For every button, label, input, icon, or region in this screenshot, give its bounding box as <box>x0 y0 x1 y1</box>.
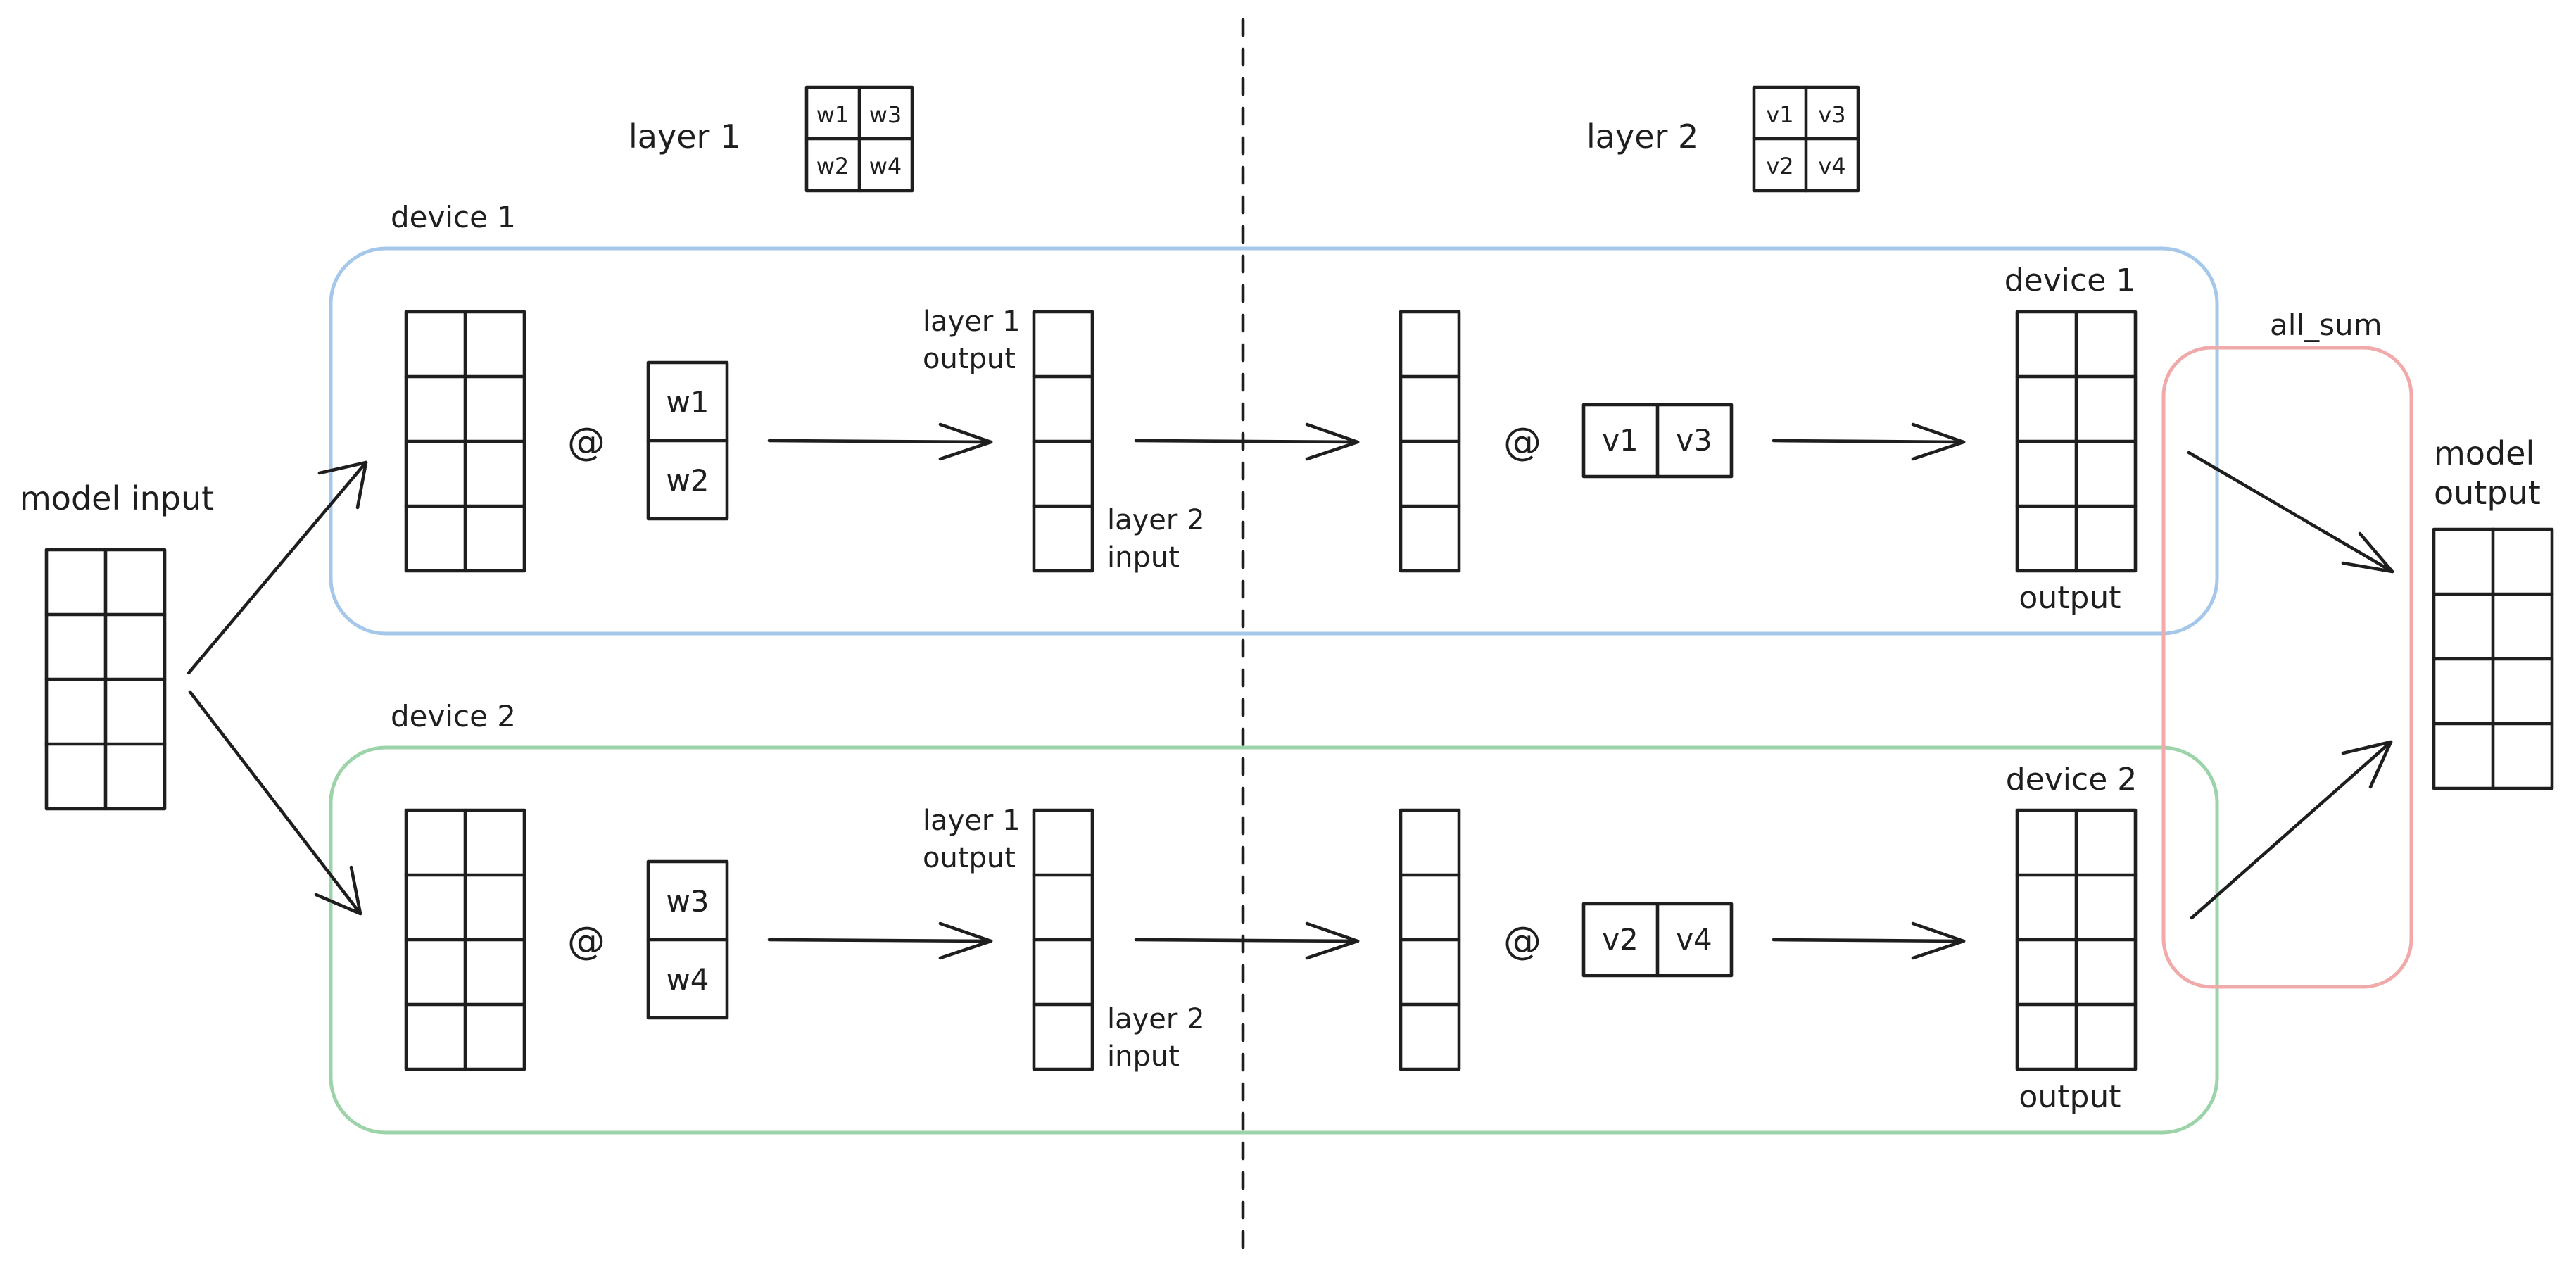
device2-result-caption: output <box>2019 1079 2121 1115</box>
all-sum-arrow-device1 <box>2187 451 2394 574</box>
device1-weight-cell: w2 <box>666 463 709 498</box>
device2-weight-cell: v2 <box>1602 922 1639 957</box>
layer2-label: layer 2 <box>1586 118 1698 156</box>
device1-layer2-input-label: layer 2 input <box>1107 504 1213 574</box>
device2-matmul-2: @ <box>1503 919 1541 963</box>
model-input-label: model input <box>20 479 214 517</box>
device1-result-caption: output <box>2019 580 2121 616</box>
device2-layer2-input-label: layer 2 input <box>1107 1003 1213 1073</box>
input-arrow-device1 <box>187 460 368 675</box>
device1-arrow-3 <box>1772 422 1966 461</box>
device2-result-title: device 2 <box>2006 762 2138 798</box>
device1-layer1-output-vector <box>1032 310 1094 573</box>
layer1-label: layer 1 <box>629 118 740 156</box>
layer2-grid-cell: v4 <box>1818 153 1845 179</box>
layer1-grid-cell: w2 <box>816 153 850 179</box>
layer1-grid-cell: w1 <box>816 101 850 128</box>
layer2-weight-grid: v1 v3 v2 v4 <box>1752 85 1860 193</box>
layer1-weight-grid: w1 w3 w2 w4 <box>804 85 914 193</box>
label-line: output <box>2434 474 2541 512</box>
model-input-matrix <box>44 548 167 811</box>
device1-weights-layer1: w1 w2 <box>646 360 729 521</box>
input-arrow-device2 <box>188 690 362 916</box>
device2-weight-cell: w4 <box>666 962 709 997</box>
device2-matmul-1: @ <box>567 919 605 963</box>
device2-label: device 2 <box>391 699 516 733</box>
device2-frame <box>329 745 2219 1135</box>
model-output-label: model output <box>2434 434 2545 512</box>
device1-result-matrix <box>2015 310 2138 573</box>
device2-layer1-output-vector <box>1032 808 1094 1071</box>
model-output-matrix <box>2432 527 2554 790</box>
label-line: model <box>2434 434 2534 472</box>
label-line: layer 2 <box>1107 504 1205 536</box>
device1-matmul-2: @ <box>1503 420 1541 464</box>
device2-weight-cell: v4 <box>1676 922 1712 957</box>
device1-frame <box>329 246 2219 636</box>
device1-arrow-2 <box>1134 422 1360 461</box>
device2-arrow-3 <box>1772 921 1966 960</box>
device1-result-title: device 1 <box>2004 263 2136 298</box>
all-sum-label: all_sum <box>2270 308 2382 342</box>
device1-arrow-1 <box>767 422 993 461</box>
device1-weight-cell: v1 <box>1602 423 1639 458</box>
all-sum-arrow-device2 <box>2190 740 2393 920</box>
device1-label: device 1 <box>391 200 516 234</box>
device2-layer1-output-label: layer 1 output <box>923 805 1029 874</box>
label-line: layer 2 <box>1107 1003 1205 1035</box>
device2-weight-cell: w3 <box>666 884 709 919</box>
device1-input-shard <box>404 310 526 573</box>
device2-weights-layer1: w3 w4 <box>646 859 729 1020</box>
device2-arrow-2 <box>1134 921 1360 960</box>
device1-weight-cell: w1 <box>666 385 709 420</box>
layer1-grid-cell: w4 <box>869 153 902 179</box>
all-sum-frame <box>2161 346 2413 989</box>
device2-input-shard <box>404 808 526 1071</box>
layer2-grid-cell: v3 <box>1818 101 1845 128</box>
device1-layer1-output-label: layer 1 output <box>923 305 1029 375</box>
label-line: layer 1 <box>923 305 1021 338</box>
layer2-grid-cell: v1 <box>1766 101 1793 128</box>
device2-weights-layer2: v2 v4 <box>1581 902 1734 978</box>
label-line: input <box>1107 1040 1180 1073</box>
label-line: output <box>923 842 1016 874</box>
device2-layer2-input-vector <box>1399 808 1461 1071</box>
device2-result-matrix <box>2015 808 2138 1071</box>
device1-weights-layer2: v1 v3 <box>1581 403 1734 479</box>
device1-matmul-1: @ <box>567 420 605 464</box>
label-line: layer 1 <box>923 805 1021 837</box>
layer2-grid-cell: v2 <box>1766 153 1793 179</box>
label-line: input <box>1107 541 1180 574</box>
device2-arrow-1 <box>767 921 993 960</box>
device1-weight-cell: v3 <box>1676 423 1712 458</box>
device1-layer2-input-vector <box>1399 310 1461 573</box>
layer1-grid-cell: w3 <box>869 101 902 128</box>
label-line: output <box>923 343 1016 375</box>
